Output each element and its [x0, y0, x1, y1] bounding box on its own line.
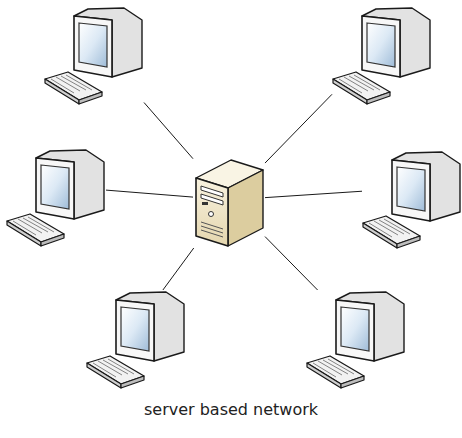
diagram-caption: server based network: [0, 400, 462, 419]
client-computer-graphic: [45, 8, 142, 104]
network-cable: [106, 190, 193, 197]
server-tower: [193, 148, 265, 248]
network-cable: [265, 94, 332, 163]
server-tower-icon: [193, 148, 265, 248]
client-computer-graphic: [363, 152, 460, 248]
client-computer-icon: [44, 6, 144, 106]
client-computer: [306, 290, 406, 390]
client-computer-graphic: [87, 292, 184, 388]
client-computer: [44, 6, 144, 106]
client-computer-icon: [362, 150, 462, 250]
client-computer-graphic: [7, 150, 104, 246]
client-computer-icon: [332, 6, 432, 106]
client-computer-graphic: [307, 292, 404, 388]
client-computer-graphic: [333, 8, 430, 104]
server-tower-graphic: [196, 160, 263, 246]
network-cable: [163, 248, 194, 290]
client-computer: [6, 148, 106, 248]
network-cable: [144, 103, 193, 159]
network-cable: [265, 191, 362, 197]
network-cable: [265, 237, 318, 290]
client-computer-icon: [86, 290, 186, 390]
client-computer: [332, 6, 432, 106]
client-computer-icon: [306, 290, 406, 390]
client-computer: [362, 150, 462, 250]
client-computer: [86, 290, 186, 390]
client-computer-icon: [6, 148, 106, 248]
